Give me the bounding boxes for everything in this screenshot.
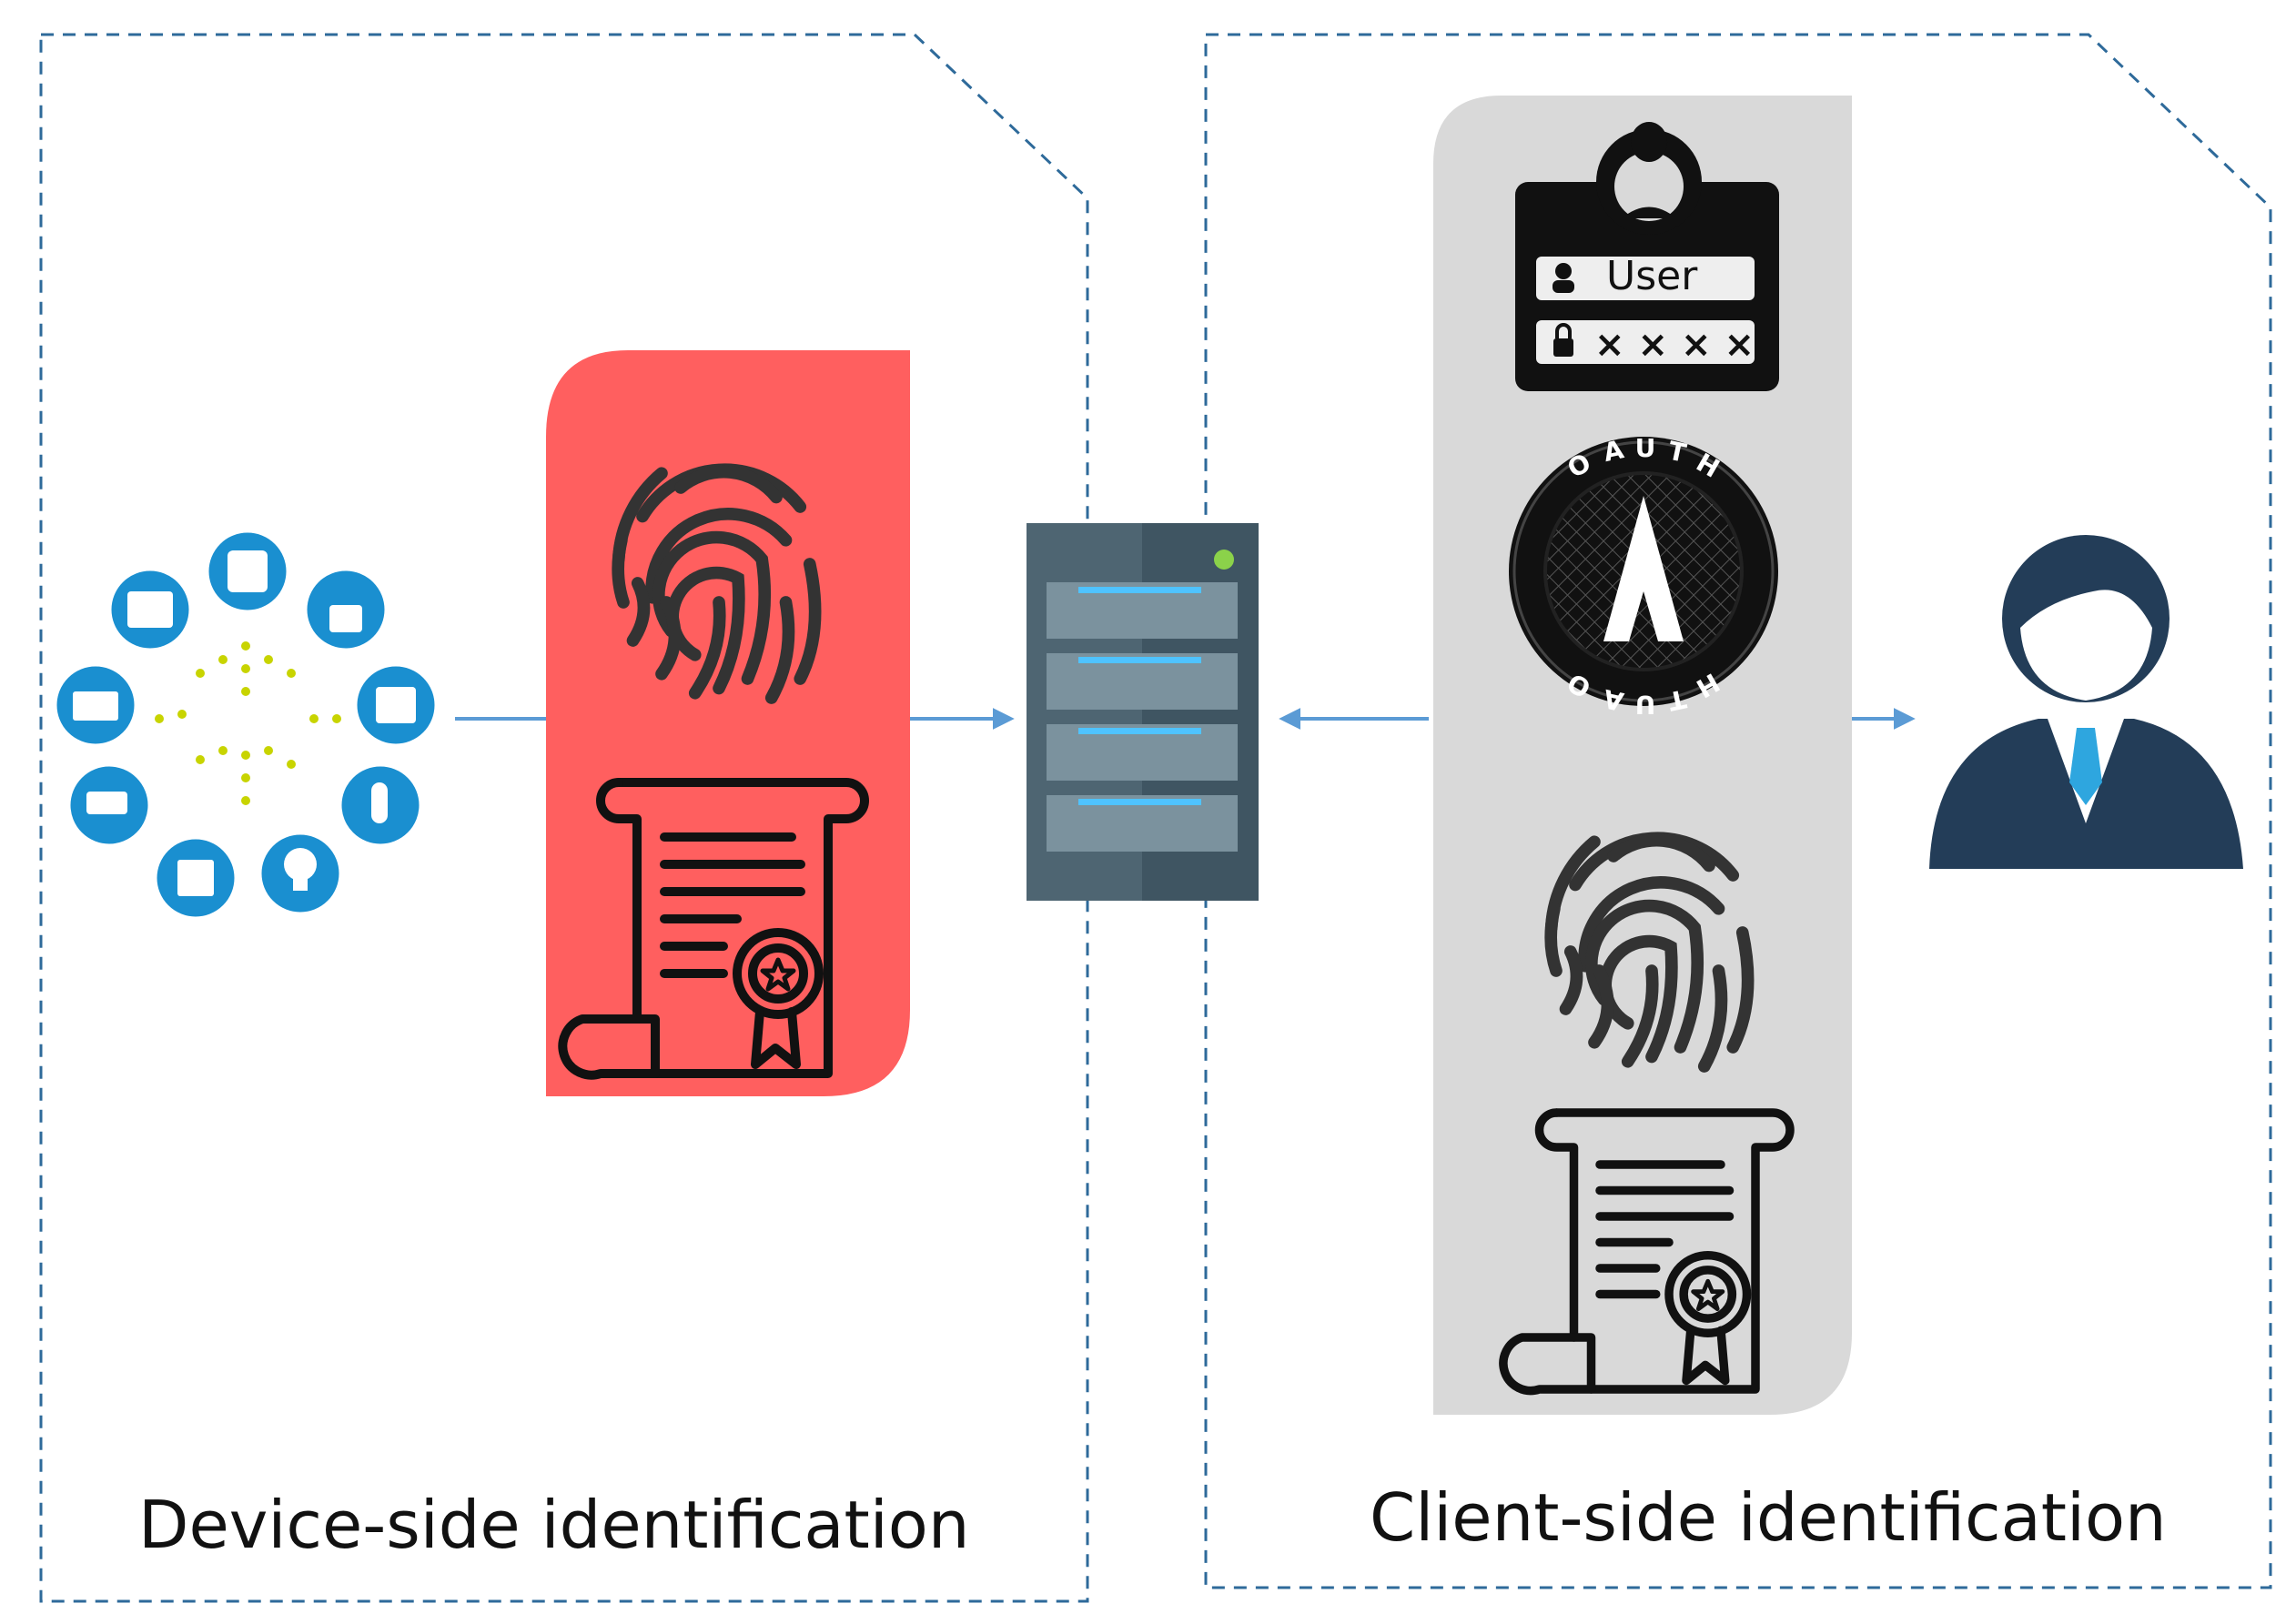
oauth-icon: O A U T H O A U T H [1509, 433, 1778, 720]
client-credentials-box [1433, 96, 1852, 1415]
svg-text:U: U [1635, 690, 1656, 720]
login-password-mask: ×××× [1594, 324, 1768, 366]
login-card-icon [1515, 122, 1779, 391]
user-avatar-icon [1929, 535, 2243, 869]
device-credentials-box [546, 350, 910, 1096]
iot-devices-icon [52, 528, 440, 922]
server-icon [1027, 523, 1259, 901]
device-side-caption: Device-side identification [138, 1487, 970, 1563]
client-side-caption: Client-side identification [1370, 1479, 2167, 1556]
login-user-label: User [1606, 253, 1698, 299]
client-side-panel [1204, 33, 2272, 1589]
svg-text:U: U [1635, 433, 1656, 463]
